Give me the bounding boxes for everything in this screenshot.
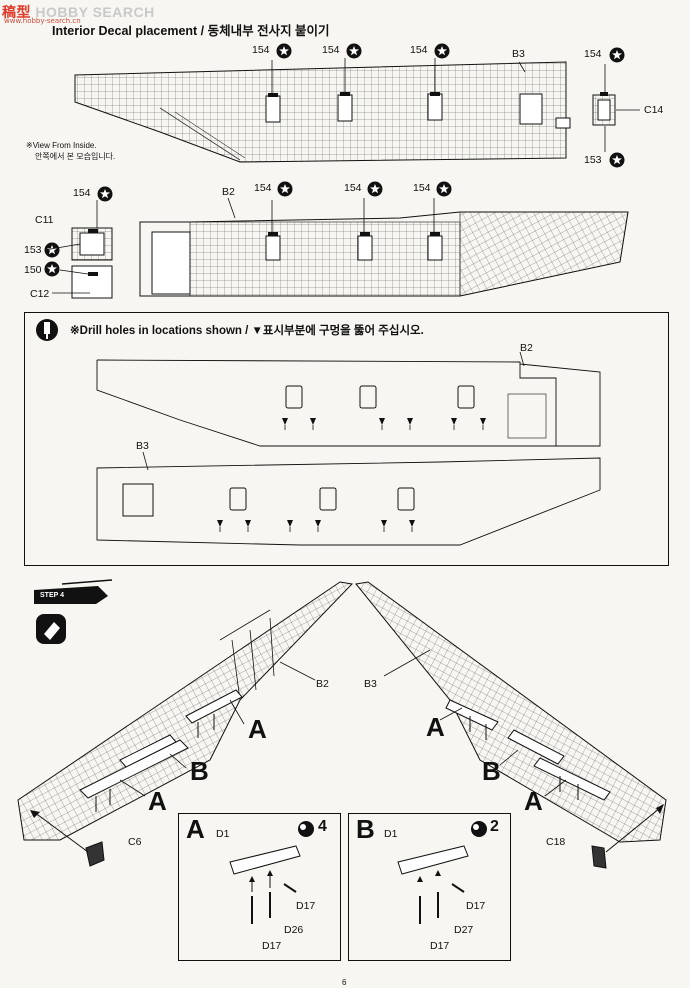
part-c14-label: C14	[644, 104, 664, 116]
subassembly-b-letter: B	[356, 814, 375, 844]
view-note: ※View From Inside.	[26, 141, 97, 150]
decal-154-label: 154	[322, 44, 340, 56]
decal-154-label: 154	[410, 44, 428, 56]
subassembly-b-quantity: 2	[490, 818, 499, 835]
decal-154-label: 154	[252, 44, 270, 56]
drill-panel-b2-outline	[96, 359, 601, 447]
decal-154-label: 154	[584, 48, 602, 60]
page-title: Interior Decal placement / 동체내부 전사지 붙이기	[52, 24, 330, 38]
part-c18-label: C18	[546, 836, 566, 848]
part-b3-label: B3	[364, 678, 377, 690]
callout-b: B	[482, 756, 501, 786]
subassembly-a-box	[178, 813, 341, 961]
part-d17-label: D17	[262, 940, 282, 952]
subassembly-a-quantity: 4	[318, 818, 327, 835]
part-d26-label: D26	[284, 924, 304, 936]
callout-a: A	[426, 712, 445, 742]
fuselage-half-b3	[355, 581, 667, 843]
drill-instruction-box	[24, 312, 669, 566]
decal-153-label: 153	[584, 154, 602, 166]
drill-panel-b3-outline	[96, 457, 601, 546]
callout-a: A	[148, 786, 167, 816]
view-note-kr: 안쪽에서 본 모습입니다.	[35, 152, 116, 161]
subassembly-b-box	[348, 813, 511, 961]
decal-154-label: 154	[254, 182, 272, 194]
part-c11-label: C11	[35, 214, 54, 226]
watermark-logo: 稿型 HOBBY SEARCH	[2, 4, 155, 20]
step-label: STEP 4	[40, 592, 64, 599]
step-badge	[34, 586, 108, 604]
part-d17-label: D17	[466, 900, 486, 912]
part-d1-label: D1	[384, 828, 398, 840]
part-d27-label: D27	[454, 924, 474, 936]
decal-153-label: 153	[24, 244, 42, 256]
part-b3-label: B3	[136, 440, 149, 452]
fuselage-half-b2	[17, 581, 354, 841]
part-c6-label: C6	[128, 836, 142, 848]
part-b2-label: B2	[520, 342, 533, 354]
fuselage-b3-inside	[74, 61, 571, 163]
decal-154-label: 154	[344, 182, 362, 194]
part-d17-label: D17	[430, 940, 450, 952]
callout-a: A	[524, 786, 543, 816]
decal-154-label: 154	[413, 182, 431, 194]
decal-150-label: 150	[24, 264, 42, 276]
callout-b: B	[190, 756, 209, 786]
subassembly-b-drawing	[397, 845, 469, 924]
part-d1-label: D1	[216, 828, 230, 840]
fuselage-b2-inside	[139, 211, 629, 297]
subassembly-a-drawing	[229, 845, 301, 924]
drill-instruction: ※Drill holes in locations shown / ▼표시부분에…	[70, 325, 424, 337]
page-number: 6	[342, 978, 347, 987]
part-b3-label: B3	[512, 48, 525, 60]
part-b2-label: B2	[316, 678, 329, 690]
decal-154-label: 154	[73, 187, 91, 199]
part-c12-label: C12	[30, 288, 50, 300]
watermark-url: www.hobby-search.cn	[4, 17, 81, 25]
callout-a: A	[248, 714, 267, 744]
part-d17-label: D17	[296, 900, 316, 912]
part-b2-label: B2	[222, 186, 235, 198]
subassembly-a-letter: A	[186, 814, 205, 844]
